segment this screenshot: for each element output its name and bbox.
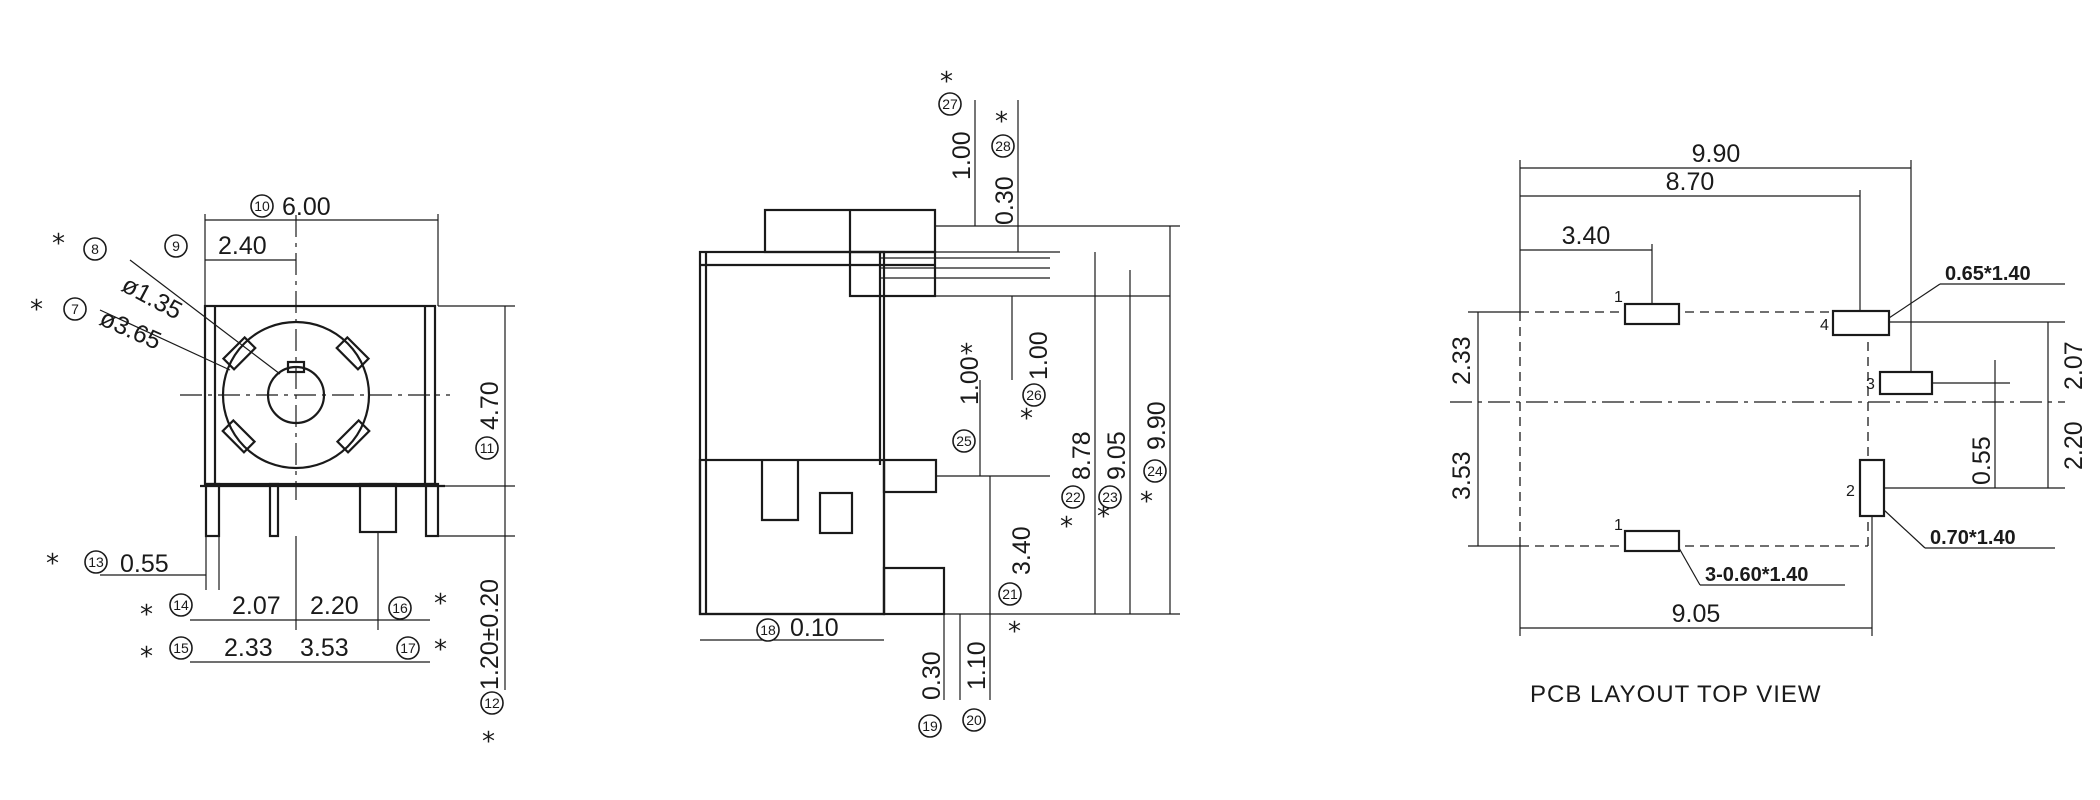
callout-10: 10 [254, 198, 270, 214]
dim-top-0-30: 0.30 [991, 176, 1019, 225]
callout-8: 8 [91, 241, 99, 257]
dim-2-20: 2.20 [310, 592, 359, 620]
dim-2-40: 2.40 [218, 232, 267, 260]
svg-text:*: * [140, 642, 153, 672]
side-body [698, 250, 886, 616]
dim-0-55: 0.55 [120, 550, 169, 578]
callout-12: 12 [484, 695, 500, 711]
dim-4-70: 4.70 [476, 381, 504, 430]
callout-16: 16 [392, 600, 408, 616]
callout-17: 17 [400, 640, 416, 656]
dim-9-05-pcb: 9.05 [1672, 600, 1721, 628]
front-housing [203, 304, 437, 486]
callout-28: 28 [995, 138, 1011, 154]
dim-1-10-foot: 1.10 [963, 641, 991, 690]
dim-1-20: 1.20±0.20 [476, 579, 504, 690]
callout-20: 20 [966, 712, 982, 728]
svg-text:*: * [434, 589, 447, 619]
svg-text:*: * [1140, 487, 1153, 517]
dim-6-00: 6.00 [282, 193, 331, 221]
pad-3 [1878, 370, 1934, 396]
callout-23: 23 [1102, 489, 1118, 505]
svg-text:*: * [52, 229, 65, 259]
svg-text:*: * [960, 339, 973, 369]
callout-27: 27 [942, 96, 958, 112]
callout-13: 13 [88, 554, 104, 570]
svg-text:*: * [1008, 617, 1021, 647]
dim-0-10: 0.10 [790, 614, 839, 642]
svg-text:*: * [940, 67, 953, 97]
callout-24: 24 [1147, 463, 1163, 479]
pin-label-1-top: 1 [1614, 289, 1623, 306]
dim-2-07: 2.07 [232, 592, 281, 620]
dim-9-90: 9.90 [1143, 401, 1171, 450]
dim-pad4-size: 0.65*1.40 [1945, 263, 2031, 285]
dim-3-40-pcb: 3.40 [1562, 222, 1611, 250]
pin-label-2: 2 [1846, 483, 1855, 500]
callout-7: 7 [71, 301, 79, 317]
svg-text:*: * [434, 635, 447, 665]
dim-3-53: 3.53 [300, 634, 349, 662]
pin-label-3: 3 [1866, 376, 1875, 393]
callout-25: 25 [956, 433, 972, 449]
dim-9-90-pcb: 9.90 [1692, 140, 1741, 168]
callout-14: 14 [173, 597, 189, 613]
dim-2-07-pcb: 2.07 [2060, 341, 2088, 390]
dim-mid-1-00-b: 1.00 [1025, 331, 1053, 380]
dim-pad2-size: 0.70*1.40 [1930, 527, 2016, 549]
callout-18: 18 [760, 622, 776, 638]
pad-1-top [1623, 302, 1681, 326]
callout-9: 9 [172, 238, 180, 254]
callout-22: 22 [1065, 489, 1081, 505]
dim-3-53-pcb: 3.53 [1448, 451, 1476, 500]
pad-1-bottom [1623, 529, 1681, 553]
pin-label-4: 4 [1820, 317, 1829, 334]
callout-19: 19 [922, 718, 938, 734]
dim-top-1-00: 1.00 [948, 131, 976, 180]
callout-26: 26 [1026, 387, 1042, 403]
dim-2-33-pcb: 2.33 [1448, 336, 1476, 385]
dim-8-70-pcb: 8.70 [1666, 168, 1715, 196]
pcb-layout-view: 1 4 3 2 1 9.90 8.70 3.40 0.65*1.40 0.70*… [1448, 140, 2088, 708]
dim-0-30-foot: 0.30 [918, 651, 946, 700]
dim-0-55-pcb: 0.55 [1968, 436, 1996, 485]
callout-15: 15 [173, 640, 189, 656]
pad-2 [1858, 458, 1886, 518]
svg-text:*: * [140, 600, 153, 630]
dim-9-05: 9.05 [1103, 431, 1131, 480]
dim-2-33: 2.33 [224, 634, 273, 662]
svg-text:*: * [30, 295, 43, 325]
svg-text:*: * [1020, 404, 1033, 434]
pin-label-1-bottom: 1 [1614, 517, 1623, 534]
side-view: 1.00 0.30 27 * 28 * 1.00 26 * 1.00 * 25 … [698, 67, 1180, 738]
callout-11: 11 [480, 440, 495, 456]
pcb-layout-title: PCB LAYOUT TOP VIEW [1530, 681, 1822, 708]
dim-2-20-pcb: 2.20 [2060, 421, 2088, 470]
svg-text:*: * [482, 727, 495, 757]
svg-text:*: * [1060, 512, 1073, 542]
callout-21: 21 [1002, 586, 1018, 602]
svg-text:*: * [1097, 502, 1110, 532]
svg-text:*: * [46, 549, 59, 579]
dim-mid-1-00-a: 1.00 [956, 356, 984, 405]
pad-4 [1831, 309, 1891, 337]
dim-3-40: 3.40 [1008, 526, 1036, 575]
dim-pad1-size: 3-0.60*1.40 [1705, 564, 1808, 586]
front-view: 10 6.00 9 2.40 * 8 ø1.35 * 7 ø3.65 11 4.… [30, 193, 515, 757]
svg-text:*: * [995, 107, 1008, 137]
dim-8-78: 8.78 [1068, 431, 1096, 480]
